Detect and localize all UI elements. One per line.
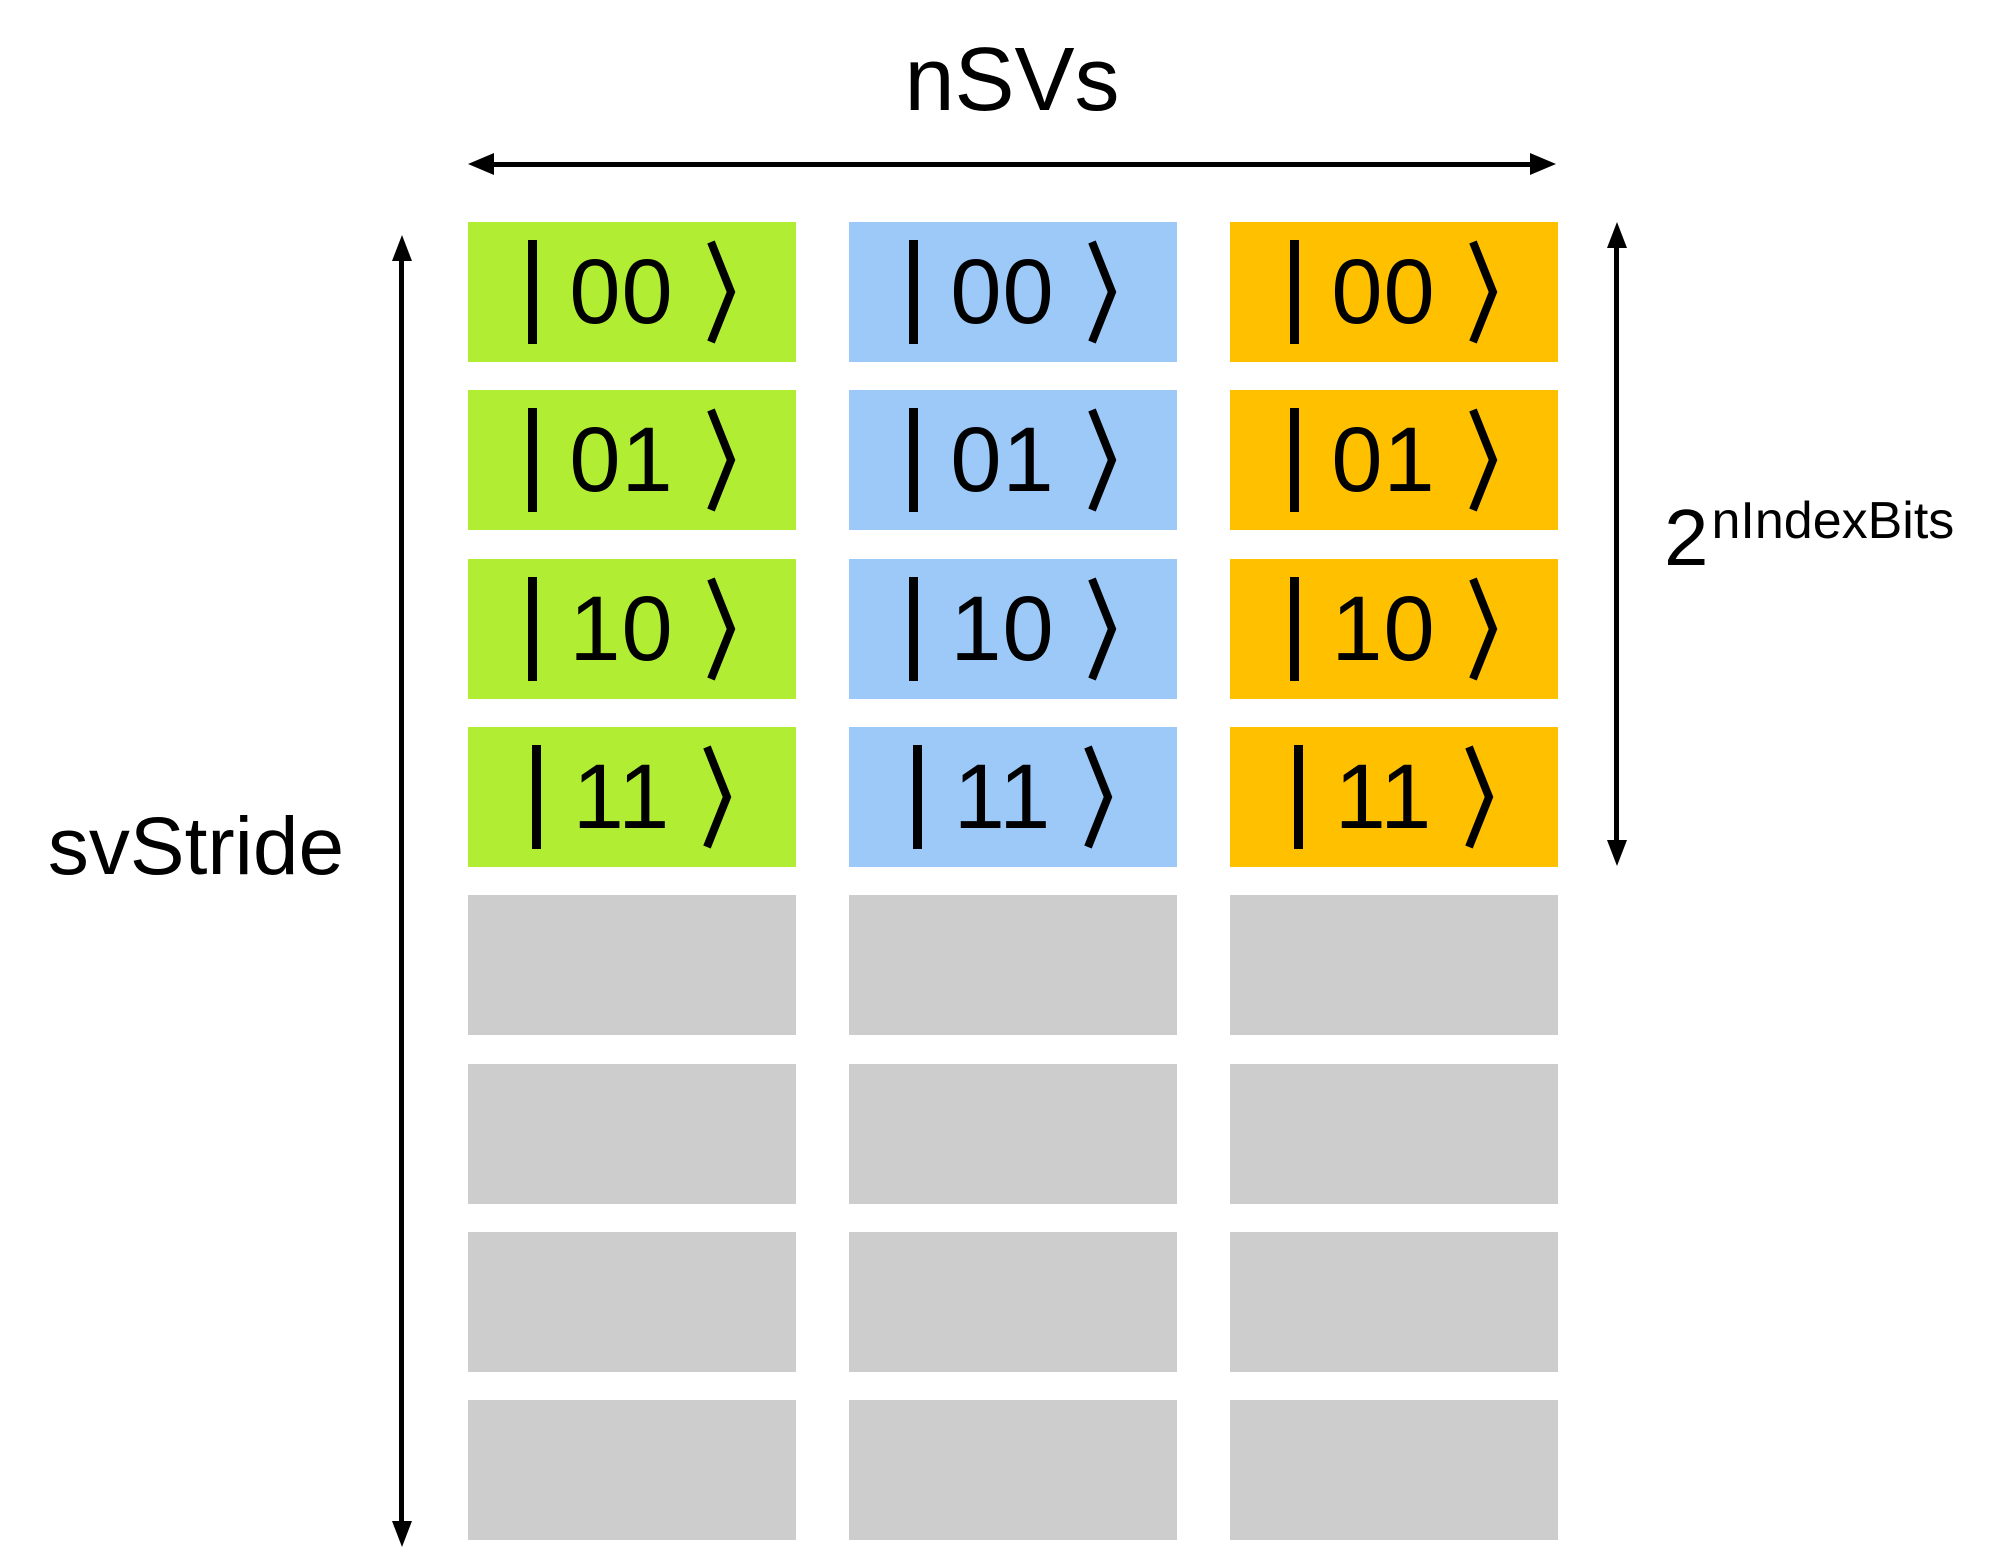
- ket-close-angle-icon: [1468, 240, 1497, 344]
- svstride-extent-arrow: [391, 235, 413, 1547]
- ket-close-angle-icon: [1468, 577, 1497, 681]
- ket-close-angle-icon: [1084, 745, 1113, 849]
- ket-state-label: 10: [569, 578, 674, 680]
- ket-state-label: 01: [1331, 409, 1436, 511]
- ket-open-bar-icon: [1293, 745, 1303, 849]
- ket-open-bar-icon: [909, 240, 919, 344]
- nsvs-width-arrow: [468, 152, 1556, 178]
- ket-close-angle-icon: [1468, 408, 1497, 512]
- ket-state-label: 00: [1331, 241, 1436, 343]
- ket-state-label: 01: [950, 409, 1055, 511]
- placeholder-cell: [849, 1232, 1177, 1372]
- nsvs-title: nSVs: [904, 30, 1120, 130]
- ket-state-label: 11: [1334, 746, 1433, 848]
- ket-open-bar-icon: [912, 745, 922, 849]
- ket-close-angle-icon: [706, 408, 735, 512]
- ket-state-label: 10: [1331, 578, 1436, 680]
- placeholder-cell: [468, 1064, 796, 1204]
- ket-cell-statevector-3-11: 11: [1230, 727, 1558, 867]
- nindexbits-base: 2: [1664, 493, 1709, 582]
- ket-close-angle-icon: [703, 745, 732, 849]
- ket-open-bar-icon: [531, 745, 541, 849]
- ket-open-bar-icon: [909, 577, 919, 681]
- arrowhead-up-icon: [1607, 222, 1627, 248]
- arrowhead-down-icon: [392, 1521, 412, 1547]
- ket-state-label: 00: [569, 241, 674, 343]
- placeholder-cell: [849, 895, 1177, 1035]
- ket-cell-statevector-2-11: 11: [849, 727, 1177, 867]
- ket-open-bar-icon: [528, 240, 538, 344]
- ket-cell-statevector-1-01: 01: [468, 390, 796, 530]
- ket-state-label: 11: [953, 746, 1052, 848]
- ket-cell-statevector-3-10: 10: [1230, 559, 1558, 699]
- ket-state-label: 11: [572, 746, 671, 848]
- placeholder-cell: [849, 1064, 1177, 1204]
- ket-cell-statevector-3-00: 00: [1230, 222, 1558, 362]
- placeholder-cell: [468, 1400, 796, 1540]
- ket-cell-statevector-3-01: 01: [1230, 390, 1558, 530]
- ket-cell-statevector-1-11: 11: [468, 727, 796, 867]
- arrow-shaft: [488, 162, 1536, 167]
- ket-cell-statevector-1-00: 00: [468, 222, 796, 362]
- ket-state-label: 00: [950, 241, 1055, 343]
- arrowhead-up-icon: [392, 235, 412, 261]
- arrow-shaft: [1614, 240, 1619, 848]
- ket-open-bar-icon: [1290, 577, 1300, 681]
- ket-open-bar-icon: [528, 577, 538, 681]
- arrow-shaft: [399, 253, 404, 1529]
- ket-open-bar-icon: [1290, 408, 1300, 512]
- arrowhead-right-icon: [1530, 153, 1556, 175]
- ket-close-angle-icon: [1465, 745, 1494, 849]
- ket-close-angle-icon: [1087, 577, 1116, 681]
- placeholder-cell: [1230, 1064, 1558, 1204]
- ket-state-label: 10: [950, 578, 1055, 680]
- nindexbits-superscript: nIndexBits: [1711, 492, 1955, 550]
- svstride-label: svStride: [47, 801, 345, 892]
- ket-close-angle-icon: [1087, 240, 1116, 344]
- ket-cell-statevector-1-10: 10: [468, 559, 796, 699]
- ket-open-bar-icon: [528, 408, 538, 512]
- ket-cell-statevector-2-01: 01: [849, 390, 1177, 530]
- placeholder-cell: [1230, 895, 1558, 1035]
- placeholder-cell: [1230, 1232, 1558, 1372]
- arrowhead-down-icon: [1607, 840, 1627, 866]
- ket-open-bar-icon: [1290, 240, 1300, 344]
- ket-close-angle-icon: [1087, 408, 1116, 512]
- ket-cell-statevector-2-10: 10: [849, 559, 1177, 699]
- placeholder-cell: [468, 895, 796, 1035]
- nindexbits-extent-arrow: [1606, 222, 1628, 866]
- ket-close-angle-icon: [706, 240, 735, 344]
- ket-close-angle-icon: [706, 577, 735, 681]
- nindexbits-label: 2nIndexBits: [1664, 492, 1954, 594]
- placeholder-cell: [849, 1400, 1177, 1540]
- ket-cell-statevector-2-00: 00: [849, 222, 1177, 362]
- ket-state-label: 01: [569, 409, 674, 511]
- placeholder-cell: [468, 1232, 796, 1372]
- arrowhead-left-icon: [468, 153, 494, 175]
- placeholder-cell: [1230, 1400, 1558, 1540]
- ket-open-bar-icon: [909, 408, 919, 512]
